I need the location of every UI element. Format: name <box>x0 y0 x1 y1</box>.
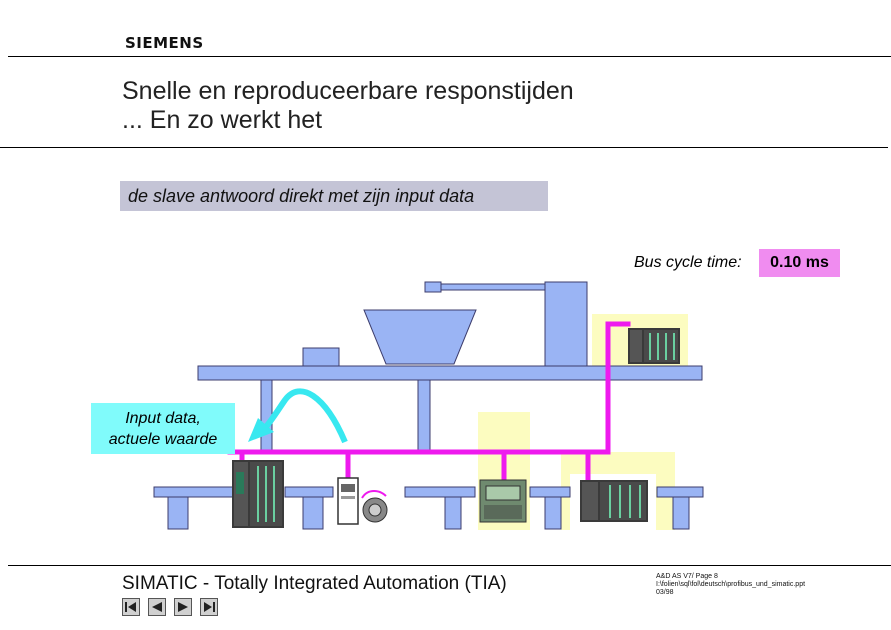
footer-divider <box>8 565 891 566</box>
first-page-icon <box>125 602 136 612</box>
previous-page-icon <box>152 602 162 612</box>
hopper <box>363 309 477 365</box>
last-page-button[interactable] <box>200 598 218 616</box>
footer-meta: A&D AS V7/ Page 8 I:\folien\sql\fol\deut… <box>656 573 805 597</box>
input-data-line2: actuele waarde <box>108 431 218 448</box>
last-page-icon <box>204 602 215 612</box>
previous-page-button[interactable] <box>148 598 166 616</box>
footer-title: SIMATIC - Totally Integrated Automation … <box>122 573 507 594</box>
profibus-line <box>227 321 631 486</box>
lower-table-left <box>153 486 235 498</box>
statement-banner: de slave antwoord direkt met zijn input … <box>120 181 548 211</box>
lower-table-leg-4 <box>544 496 562 530</box>
next-page-button[interactable] <box>174 598 192 616</box>
next-page-icon <box>178 602 188 612</box>
input-data-label: Input data, actuele waarde <box>91 403 235 454</box>
cyan-arrow-icon <box>248 388 348 444</box>
lower-table-leg-3 <box>444 496 462 530</box>
footer-meta-line2: I:\folien\sql\fol\deutsch\profibus_und_s… <box>656 581 806 588</box>
lower-table-top-5 <box>656 486 704 498</box>
input-data-line1: Input data, <box>125 410 201 427</box>
slide-title: Snelle en reproduceerbare responstijden <box>122 77 574 105</box>
top-plc <box>628 328 680 364</box>
feed-pipe-stub <box>424 281 442 293</box>
header-divider <box>8 56 891 57</box>
feed-pipe <box>440 283 546 291</box>
middle-device <box>479 479 527 523</box>
left-plc <box>232 460 284 528</box>
drive-device <box>337 477 388 525</box>
upper-table <box>197 365 703 381</box>
table-leg-left <box>260 379 273 451</box>
lower-table-top-2 <box>284 486 334 498</box>
bus-cycle-label: Bus cycle time: <box>634 254 742 271</box>
lower-table-top-4 <box>529 486 571 498</box>
feed-column <box>544 281 588 369</box>
first-page-button[interactable] <box>122 598 140 616</box>
footer-meta-line3: 03/98 <box>656 589 674 596</box>
lower-table-leg-5 <box>672 496 690 530</box>
bus-cycle-value: 0.10 ms <box>759 249 840 277</box>
slide-subtitle: ... En zo werkt het <box>122 106 323 134</box>
table-leg-middle <box>417 379 431 451</box>
footer-meta-line1: A&D AS V7/ Page 8 <box>656 573 718 580</box>
lower-table-leg-2 <box>302 496 324 530</box>
box-on-table <box>302 347 340 367</box>
lower-table-leg-1 <box>167 496 189 530</box>
siemens-logo: SIEMENS <box>125 34 204 52</box>
right-plc <box>580 480 648 522</box>
title-divider <box>0 147 888 148</box>
lower-table-top-3 <box>404 486 476 498</box>
